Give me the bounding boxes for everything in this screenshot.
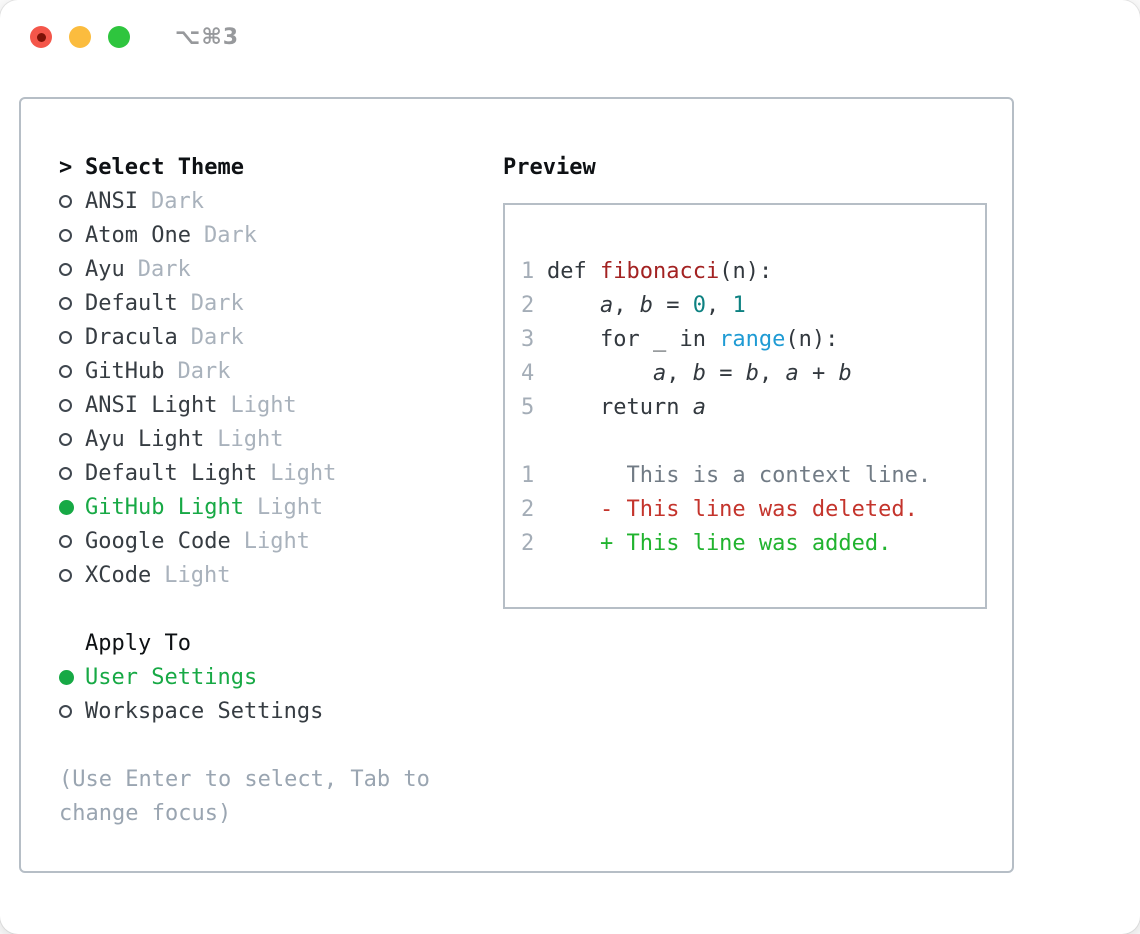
radio-icon bbox=[59, 432, 72, 446]
theme-variant-badge: Dark bbox=[137, 256, 191, 282]
line-number: 1 bbox=[521, 258, 535, 284]
theme-name: ANSI bbox=[85, 188, 138, 214]
line-number: 2 bbox=[521, 496, 535, 522]
preview-column: Preview 1 def fibonacci(n): 2 a, b = 0, … bbox=[463, 99, 1012, 871]
radio-icon bbox=[59, 194, 72, 208]
apply-option-user-settings[interactable]: User Settings bbox=[59, 660, 463, 694]
selection-prompt: > bbox=[59, 154, 73, 180]
theme-picker-panel: > Select Theme ANSI Dark Atom One Dark A… bbox=[19, 97, 1014, 873]
hint-line-1: (Use Enter to select, Tab to bbox=[59, 766, 430, 792]
theme-name: Dracula bbox=[85, 324, 178, 350]
theme-variant-badge: Dark bbox=[203, 222, 257, 248]
line-number: 4 bbox=[521, 360, 535, 386]
theme-variant-badge: Light bbox=[164, 562, 231, 588]
code-line: 2 - This line was deleted. bbox=[521, 492, 985, 526]
code-text: def fibonacci(n): bbox=[547, 258, 773, 284]
radio-icon bbox=[59, 262, 72, 276]
radio-icon bbox=[59, 296, 72, 310]
code-line: 1 This is a context line. bbox=[521, 458, 985, 492]
theme-option-github[interactable]: GitHub Dark bbox=[59, 354, 463, 388]
theme-name: Default bbox=[85, 290, 178, 316]
theme-option-ayu[interactable]: Ayu Dark bbox=[59, 252, 463, 286]
record-dot-icon bbox=[36, 32, 46, 42]
theme-name: Default Light bbox=[85, 460, 258, 486]
code-text: This is a context line. bbox=[547, 462, 932, 488]
theme-option-ansi[interactable]: ANSI Dark bbox=[59, 184, 463, 218]
line-number: 2 bbox=[521, 292, 535, 318]
theme-option-atom-one[interactable]: Atom One Dark bbox=[59, 218, 463, 252]
theme-name: XCode bbox=[85, 562, 152, 588]
theme-option-ansi-light[interactable]: ANSI Light Light bbox=[59, 388, 463, 422]
code-line: 3 for _ in range(n): bbox=[521, 322, 985, 356]
theme-option-xcode[interactable]: XCode Light bbox=[59, 558, 463, 592]
theme-variant-badge: Light bbox=[230, 392, 297, 418]
theme-list: ANSI Dark Atom One Dark Ayu Dark Default… bbox=[59, 184, 463, 592]
theme-variant-badge: Dark bbox=[190, 324, 244, 350]
minimize-button[interactable] bbox=[69, 26, 91, 48]
window-title-shortcut: ⌥⌘3 bbox=[175, 24, 240, 50]
titlebar: ⌥⌘3 bbox=[0, 0, 1140, 74]
code-text: for _ in range(n): bbox=[547, 326, 839, 352]
radio-icon bbox=[59, 466, 72, 480]
apply-option-label: Workspace Settings bbox=[85, 698, 324, 724]
theme-variant-badge: Light bbox=[270, 460, 337, 486]
code-text: + This line was added. bbox=[547, 530, 892, 556]
code-line: 2 + This line was added. bbox=[521, 526, 985, 560]
theme-name: Ayu Light bbox=[85, 426, 205, 452]
code-line: 5 return a bbox=[521, 390, 985, 424]
theme-option-dracula[interactable]: Dracula Dark bbox=[59, 320, 463, 354]
theme-variant-badge: Light bbox=[256, 494, 324, 520]
theme-option-github-light[interactable]: GitHub Light Light bbox=[59, 490, 463, 524]
select-theme-title: Select Theme bbox=[85, 154, 244, 180]
radio-icon bbox=[59, 398, 72, 412]
line-number: 5 bbox=[521, 394, 535, 420]
theme-option-default-light[interactable]: Default Light Light bbox=[59, 456, 463, 490]
code-text: - This line was deleted. bbox=[547, 496, 918, 522]
code-text: a, b = b, a + b bbox=[652, 360, 852, 386]
apply-option-label: User Settings bbox=[85, 664, 258, 690]
hint-line-2: change focus) bbox=[59, 800, 232, 826]
theme-option-google-code[interactable]: Google Code Light bbox=[59, 524, 463, 558]
select-theme-header: > Select Theme bbox=[59, 150, 463, 184]
apply-to-header: Apply To bbox=[85, 630, 191, 656]
radio-icon bbox=[59, 704, 72, 718]
zoom-button[interactable] bbox=[108, 26, 130, 48]
radio-icon bbox=[59, 330, 72, 344]
apply-to-list: User Settings Workspace Settings bbox=[59, 660, 463, 728]
code-line: 4 a, b = b, a + b bbox=[521, 356, 985, 390]
code-text: a, b = 0, 1 bbox=[599, 292, 746, 318]
theme-name: Google Code bbox=[85, 528, 231, 554]
radio-icon bbox=[59, 364, 72, 378]
radio-icon bbox=[59, 228, 72, 242]
theme-name: Ayu bbox=[85, 256, 125, 282]
code-line: 2 a, b = 0, 1 bbox=[521, 288, 985, 322]
theme-option-default[interactable]: Default Dark bbox=[59, 286, 463, 320]
theme-variant-badge: Dark bbox=[177, 358, 231, 384]
radio-icon bbox=[59, 568, 72, 582]
apply-option-workspace-settings[interactable]: Workspace Settings bbox=[59, 694, 463, 728]
theme-variant-badge: Light bbox=[243, 528, 310, 554]
theme-list-column: > Select Theme ANSI Dark Atom One Dark A… bbox=[21, 99, 463, 871]
theme-variant-badge: Dark bbox=[150, 188, 204, 214]
theme-name: GitHub Light bbox=[85, 494, 244, 520]
line-number: 2 bbox=[521, 530, 535, 556]
code-text: return a bbox=[547, 394, 706, 420]
radio-icon bbox=[59, 534, 72, 548]
close-button[interactable] bbox=[30, 26, 52, 48]
code-line: 1 def fibonacci(n): bbox=[521, 254, 985, 288]
theme-variant-badge: Dark bbox=[190, 290, 244, 316]
preview-header: Preview bbox=[503, 154, 596, 180]
preview-code-box: 1 def fibonacci(n): 2 a, b = 0, 1 3 for … bbox=[503, 203, 987, 609]
line-number: 3 bbox=[521, 326, 535, 352]
line-number: 1 bbox=[521, 462, 535, 488]
theme-option-ayu-light[interactable]: Ayu Light Light bbox=[59, 422, 463, 456]
radio-icon bbox=[59, 499, 74, 515]
theme-name: Atom One bbox=[85, 222, 191, 248]
code-line bbox=[521, 424, 985, 458]
theme-variant-badge: Light bbox=[217, 426, 284, 452]
theme-name: GitHub bbox=[85, 358, 165, 384]
theme-name: ANSI Light bbox=[85, 392, 218, 418]
radio-icon bbox=[59, 669, 74, 685]
